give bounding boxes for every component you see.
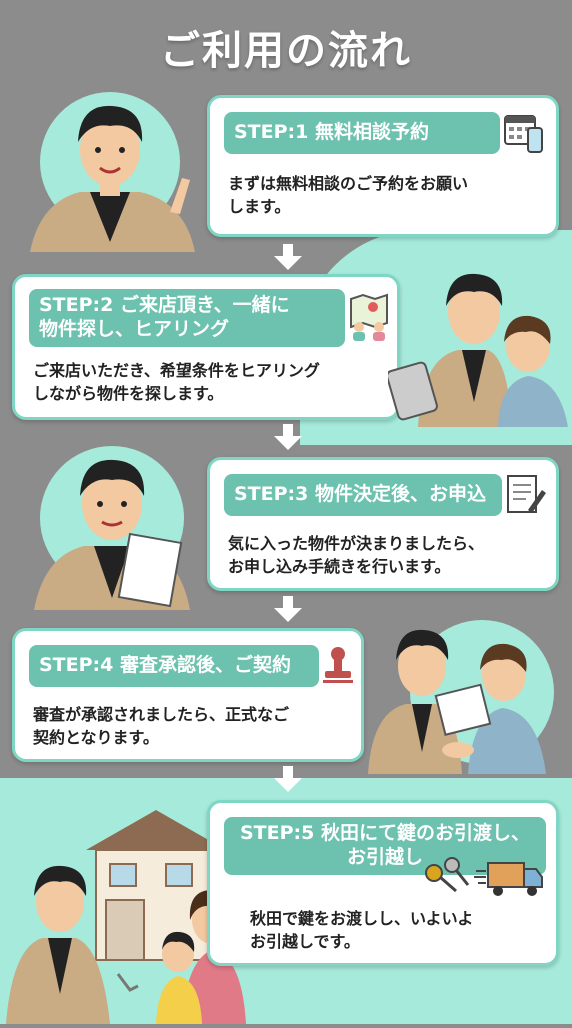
step4-description: 審査が承認されましたら、正式なご 契約となります。 [33, 705, 290, 748]
step4-card: STEP:4 審査承認後、ご契約 審査が承認されましたら、正式なご 契約となりま… [12, 628, 364, 762]
stamp-icon [321, 645, 355, 689]
page-title: ご利用の流れ [160, 28, 412, 74]
agent-customer-illustration-step2 [386, 262, 572, 431]
step2-description: ご来店いただき、希望条件をヒアリング しながら物件を探します。 [33, 361, 320, 404]
step1-card: STEP:1 無料相談予約 まずは無料相談のご予約をお願い します。 [207, 95, 559, 237]
agent-illustration-step1 [20, 92, 210, 256]
keys-truck-icon [422, 853, 546, 903]
map-people-icon [347, 293, 391, 345]
calendar-phone-icon [502, 110, 546, 158]
handshake-illustration-step4 [362, 612, 562, 778]
step2-heading: STEP:2 ご来店頂き、一緒に 物件探し、ヒアリング [29, 289, 345, 347]
step1-heading: STEP:1 無料相談予約 [224, 112, 500, 154]
step2-card: STEP:2 ご来店頂き、一緒に 物件探し、ヒアリング ご来店いただき、希望条件… [12, 274, 400, 420]
step5-description: 秋田で鍵をお渡しし、いよいよ お引越しです。 [250, 909, 474, 952]
step3-heading: STEP:3 物件決定後、お申込 [224, 474, 502, 516]
document-pen-icon [504, 472, 548, 522]
agent-document-illustration-step3 [20, 438, 210, 614]
step3-card: STEP:3 物件決定後、お申込 気に入った物件が決まりましたら、 お申し込み手… [207, 457, 559, 591]
step4-heading: STEP:4 審査承認後、ご契約 [29, 645, 319, 687]
step1-description: まずは無料相談のご予約をお願い します。 [228, 174, 469, 217]
step5-card: STEP:5 秋田にて鍵のお引渡し、 お引越し 秋田で鍵をお渡しし、いよいよ お… [207, 800, 559, 966]
step3-description: 気に入った物件が決まりましたら、 お申し込み手続きを行います。 [228, 534, 485, 577]
